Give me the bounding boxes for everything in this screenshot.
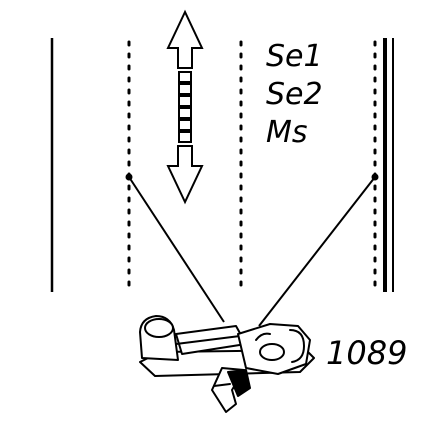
part-number-label: 1089 bbox=[326, 334, 407, 372]
label-se1: Se1 bbox=[266, 39, 323, 74]
double-arrow-icon bbox=[166, 9, 204, 205]
label-se2: Se2 bbox=[266, 77, 323, 112]
sight-line-left bbox=[128, 176, 225, 323]
label-ms: Ms bbox=[266, 115, 308, 150]
sensor-device-icon bbox=[139, 315, 315, 413]
sight-line-right bbox=[258, 176, 376, 327]
